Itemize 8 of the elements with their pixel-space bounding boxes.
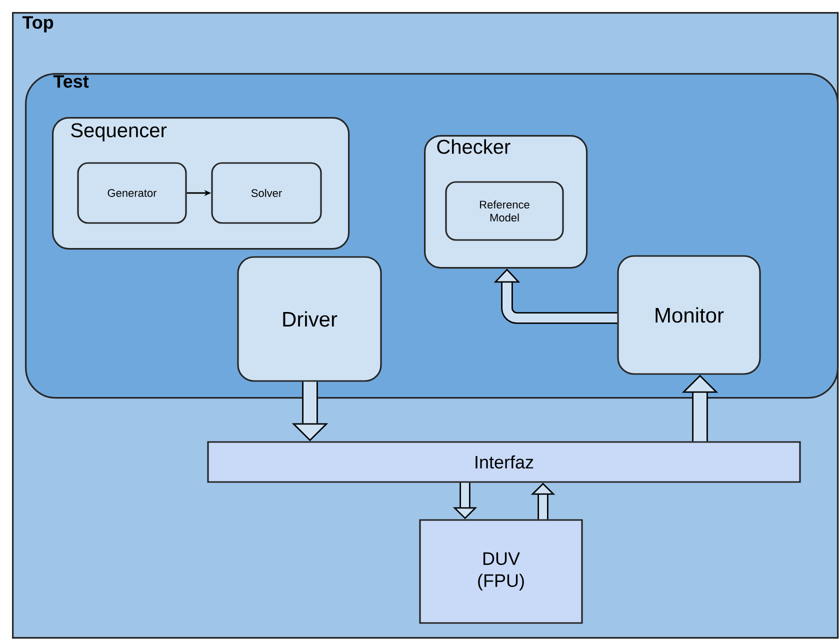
process-box: Reference Model [445,181,564,241]
process-box: Monitor [617,255,761,375]
interface-bar: Interfaz [207,441,801,483]
arrow [494,268,618,324]
process-box: Driver [237,256,382,382]
device-box: DUV (FPU) [419,519,583,624]
process-box: Generator [77,162,187,224]
process-box: Solver [211,162,322,224]
